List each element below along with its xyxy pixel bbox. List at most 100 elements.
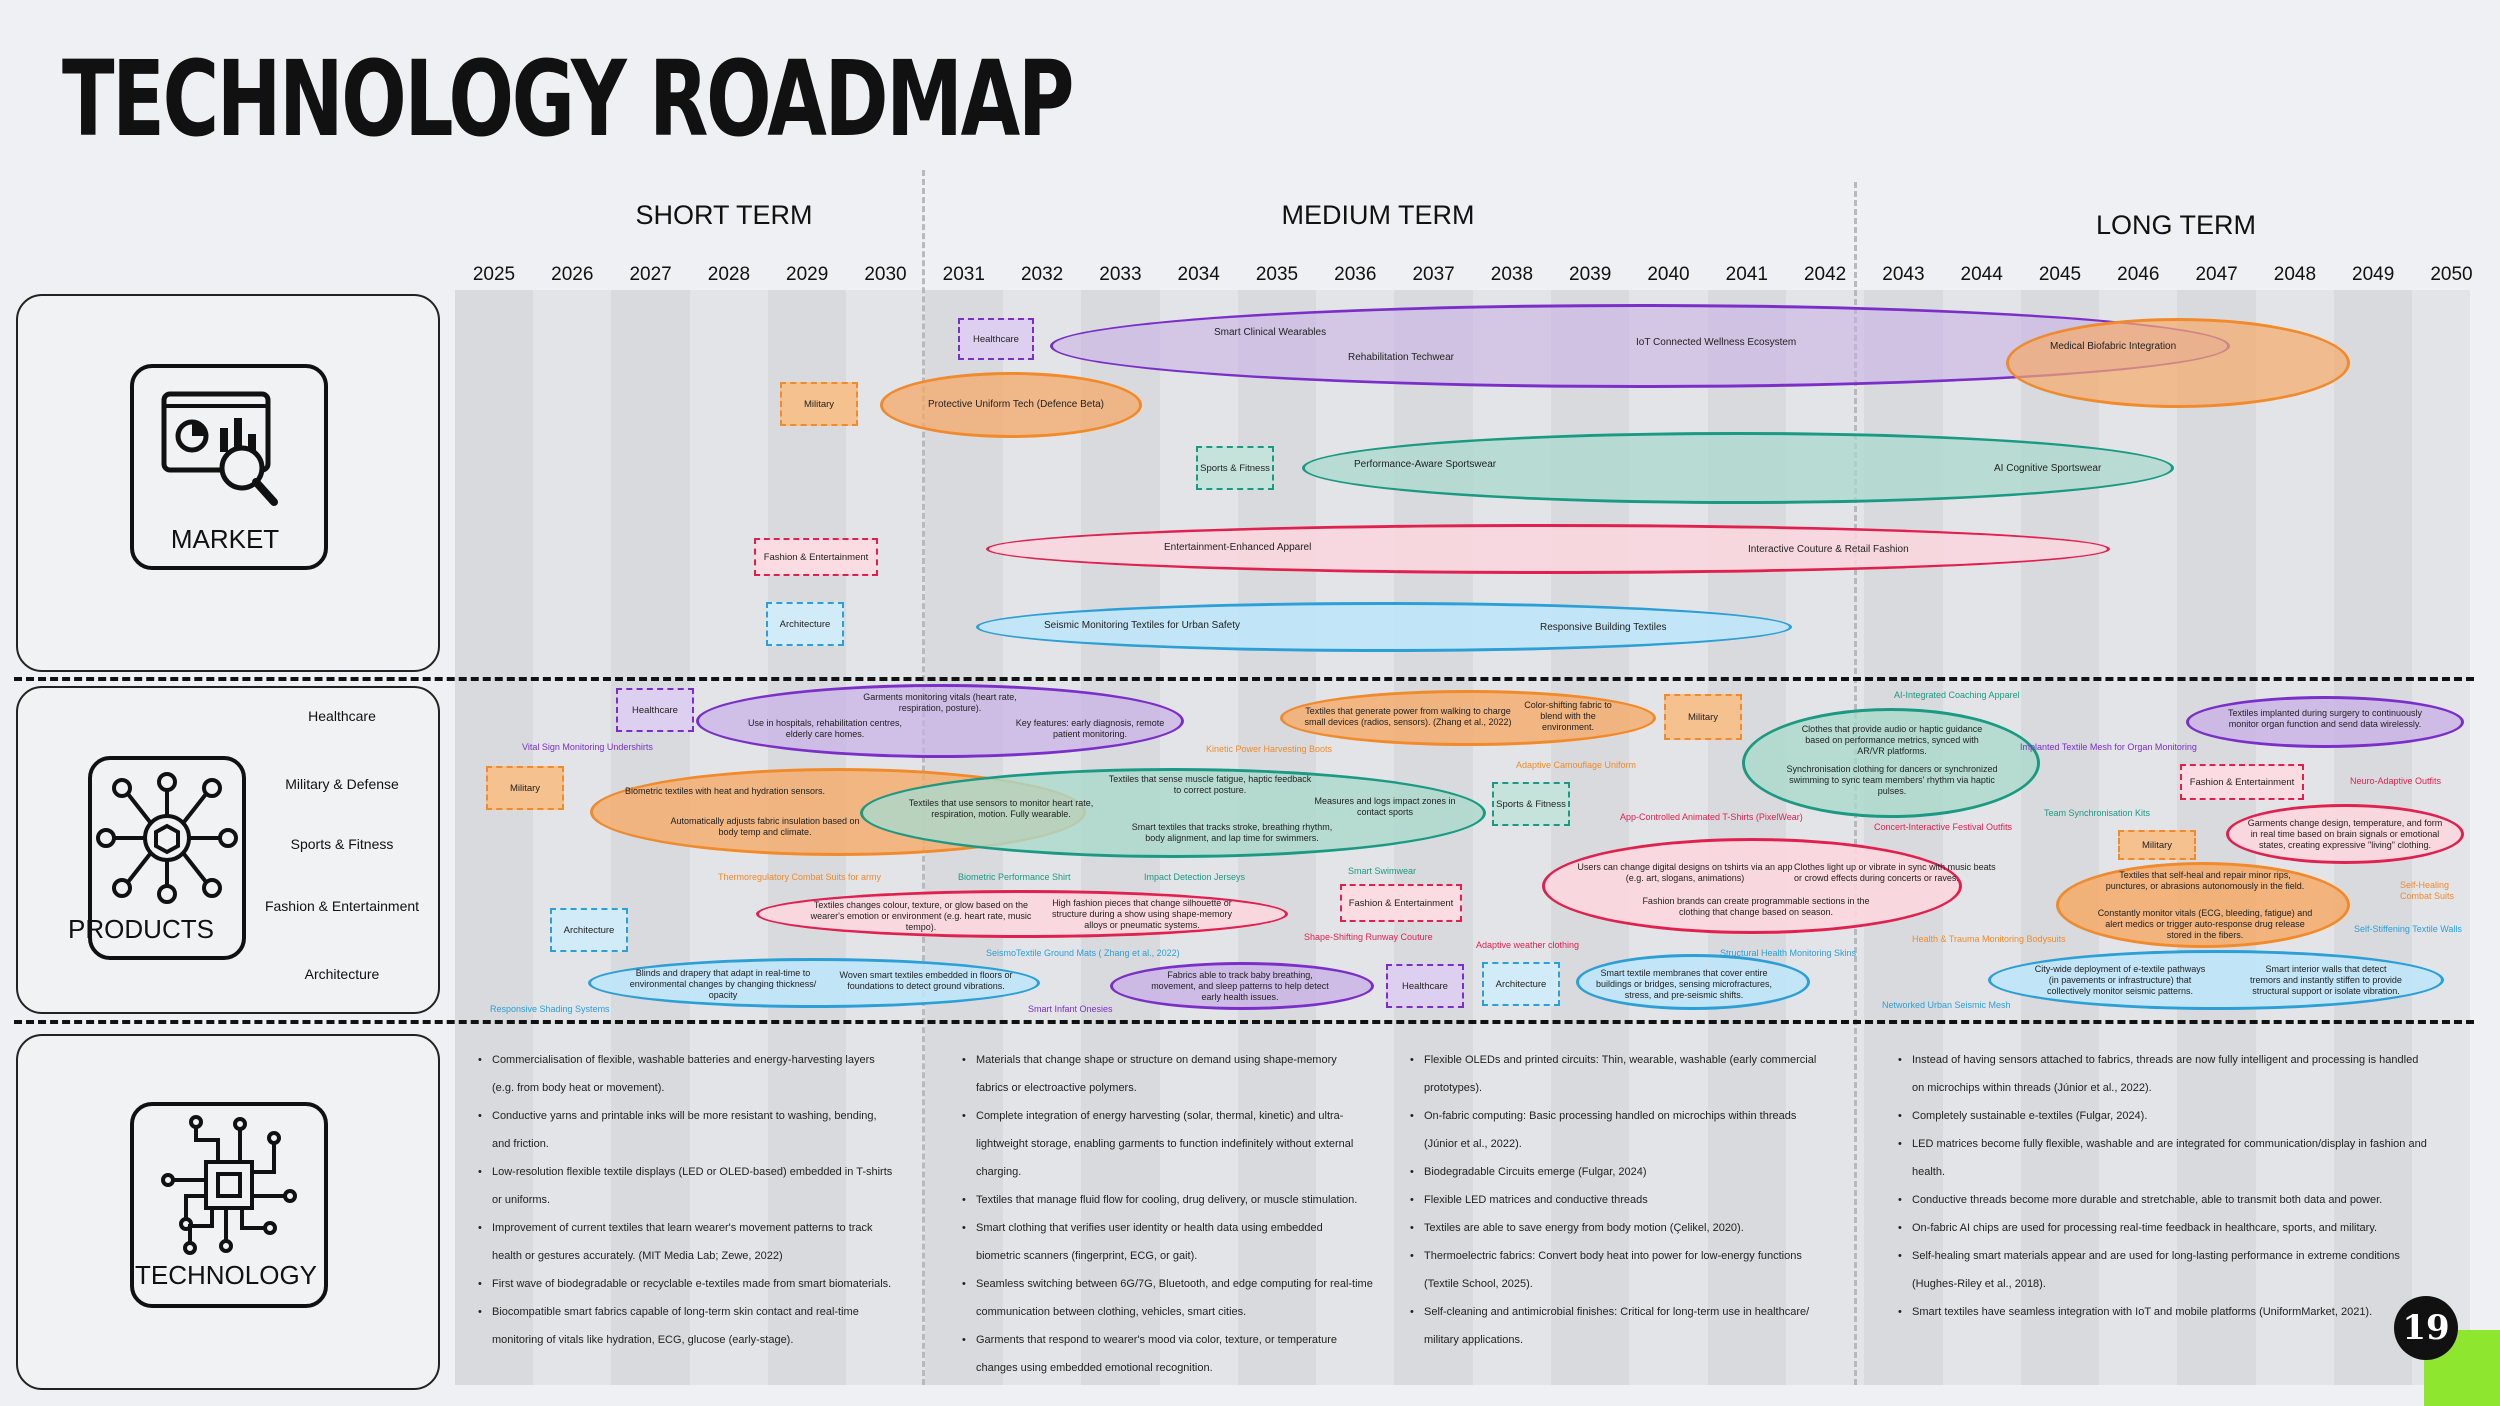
product-network-icon bbox=[96, 772, 238, 904]
bullet-icon: • bbox=[1898, 1110, 1902, 1122]
tech-list-line: changes using embedded emotional recogni… bbox=[976, 1362, 1213, 1374]
market-item-rehabilitation-techwear: Rehabilitation Techwear bbox=[1348, 352, 1454, 363]
tech-list-line: (Hughes-Riley et al., 2018). bbox=[1912, 1278, 2046, 1290]
section-divider bbox=[14, 677, 2474, 681]
product-label: Structural Health Monitoring Skins bbox=[1720, 948, 1857, 958]
tech-list-line: •Self-cleaning and antimicrobial finishe… bbox=[1410, 1298, 1840, 1326]
products-icon-frame bbox=[88, 756, 246, 960]
bullet-icon: • bbox=[1410, 1250, 1414, 1262]
tech-bullet-text: Completely sustainable e-textiles (Fulga… bbox=[1912, 1110, 2148, 1122]
tech-bullet-text: Materials that change shape or structure… bbox=[976, 1054, 1337, 1066]
year-2030: 2030 bbox=[864, 264, 907, 285]
product-text: Automatically adjusts fabric insulation … bbox=[670, 816, 860, 837]
tech-list-line: •On-fabric computing: Basic processing h… bbox=[1410, 1102, 1840, 1130]
product-text: Smart textile membranes that cover entir… bbox=[1595, 968, 1773, 1000]
product-text: Synchronisation clothing for dancers or … bbox=[1786, 764, 1998, 796]
year-2046: 2046 bbox=[2117, 264, 2160, 285]
tech-list-line: •Textiles are able to save energy from b… bbox=[1410, 1214, 1840, 1242]
tech-list-line: military applications. bbox=[1424, 1334, 1524, 1346]
tech-bullet-text: Biocompatible smart fabrics capable of l… bbox=[492, 1306, 859, 1318]
product-fashion-ellipse bbox=[756, 890, 1288, 938]
product-text: Measures and logs impact zones in contac… bbox=[1314, 796, 1456, 817]
bullet-icon: • bbox=[1410, 1054, 1414, 1066]
year-2034: 2034 bbox=[1177, 264, 1220, 285]
product-text: Textiles changes colour, texture, or glo… bbox=[810, 900, 1032, 932]
tech-list-line: health. bbox=[1912, 1166, 1946, 1178]
year-2048: 2048 bbox=[2273, 264, 2317, 285]
tech-bullet-text: Thermoelectric fabrics: Convert body hea… bbox=[1424, 1250, 1802, 1262]
tech-list-line: • Smart clothing that verifies user iden… bbox=[962, 1214, 1392, 1242]
tech-list-line: (Júnior et al., 2022). bbox=[1424, 1138, 1522, 1150]
product-tag-healthcare-2: Healthcare bbox=[1386, 964, 1464, 1008]
product-text: Color-shifting fabric to blend with the … bbox=[1524, 700, 1612, 732]
product-text: Users can change digital designs on tshi… bbox=[1577, 862, 1793, 883]
tech-bullet-text: On-fabric computing: Basic processing ha… bbox=[1424, 1110, 1797, 1122]
products-label: PRODUCTS bbox=[68, 914, 214, 944]
tech-list-line: •Self-healing smart materials appear and… bbox=[1898, 1242, 2458, 1270]
market-item-iot-wellness: IoT Connected Wellness Ecosystem bbox=[1636, 337, 1797, 348]
technology-label: TECHNOLOGY bbox=[134, 1260, 318, 1290]
product-text: Textiles implanted during surgery to con… bbox=[2227, 708, 2423, 729]
tech-list-line: •Conductive threads become more durable … bbox=[1898, 1186, 2458, 1214]
year-2032: 2032 bbox=[1020, 264, 1064, 285]
product-tag-military-2: Military bbox=[1664, 694, 1742, 740]
product-text: High fashion pieces that change silhouet… bbox=[1051, 898, 1233, 930]
tech-list-line: biometric scanners (fingerprint, ECG, or… bbox=[976, 1250, 1198, 1262]
tech-list-line: on microchips within threads (Júnior et … bbox=[1912, 1082, 2152, 1094]
product-label: Smart Swimwear bbox=[1348, 866, 1417, 876]
tech-bullet-text: Self-cleaning and antimicrobial finishes… bbox=[1424, 1306, 1810, 1318]
bullet-icon: • bbox=[1898, 1250, 1902, 1262]
product-label: Shape-Shifting Runway Couture bbox=[1304, 932, 1433, 942]
bullet-icon: • bbox=[1410, 1194, 1414, 1206]
product-text: Biometric textiles with heat and hydrati… bbox=[624, 786, 826, 796]
tech-list-line: • Completely sustainable e-textiles (Fulg… bbox=[1898, 1102, 2458, 1130]
market-sports-ellipse bbox=[1302, 432, 2174, 504]
tech-long-term-list: • Instead of having sensors attached to f… bbox=[1898, 1046, 2458, 1326]
tech-bullet-text: Instead of having sensors attached to fa… bbox=[1912, 1054, 2419, 1066]
product-label: App-Controlled Animated T-Shirts (PixelW… bbox=[1620, 812, 1803, 822]
product-label: Smart Infant Onesies bbox=[1028, 1004, 1113, 1014]
tech-list-line: monitoring of vitals like hydration, ECG… bbox=[492, 1334, 794, 1346]
year-2049: 2049 bbox=[2352, 264, 2395, 285]
year-2037: 2037 bbox=[1412, 264, 1455, 285]
year-2033: 2033 bbox=[1099, 264, 1142, 285]
product-tag-architecture: Architecture bbox=[550, 908, 628, 952]
tech-list-line: communication between clothing, vehicles… bbox=[976, 1306, 1247, 1318]
tech-list-line: • First wave of biodegradable or recycla… bbox=[478, 1270, 918, 1298]
product-text: Fashion brands can create programmable s… bbox=[1642, 896, 1870, 917]
phase-short-term: SHORT TERM bbox=[635, 200, 813, 230]
year-2041: 2041 bbox=[1725, 264, 1768, 285]
tech-list-line: •Biodegradable Circuits emerge (Fulgar, … bbox=[1410, 1158, 1840, 1186]
bullet-icon: • bbox=[1410, 1222, 1414, 1234]
year-2026: 2026 bbox=[551, 264, 594, 285]
bullet-icon: • bbox=[962, 1054, 966, 1066]
bullet-icon: • bbox=[1898, 1222, 1902, 1234]
market-icon-frame bbox=[130, 364, 328, 570]
market-item-entertainment-apparel: Entertainment-Enhanced Apparel bbox=[1164, 542, 1312, 553]
market-label: MARKET bbox=[170, 524, 280, 554]
bullet-icon: • bbox=[478, 1054, 482, 1066]
tech-bullet-text: Biodegradable Circuits emerge (Fulgar, 2… bbox=[1424, 1166, 1647, 1178]
tech-list-line: •LED matrices become fully flexible, was… bbox=[1898, 1130, 2458, 1158]
product-text: Constantly monitor vitals (ECG, bleeding… bbox=[2097, 908, 2313, 940]
year-2025: 2025 bbox=[472, 264, 516, 285]
product-label: Thermoregulatory Combat Suits for army bbox=[718, 872, 882, 882]
product-label: Team Synchronisation Kits bbox=[2044, 808, 2151, 818]
tech-bullet-text: On-fabric AI chips are used for processi… bbox=[1912, 1222, 2378, 1234]
bullet-icon: • bbox=[478, 1222, 482, 1234]
product-label: Concert-Interactive Festival Outfits bbox=[1874, 822, 2013, 832]
product-text: Smart textiles that tracks stroke, breat… bbox=[1131, 822, 1333, 843]
product-fashion-long-ellipse bbox=[1542, 838, 1962, 934]
tech-list-line: and friction. bbox=[492, 1138, 549, 1150]
tech-list-line: • Materials that change shape or structur… bbox=[962, 1046, 1392, 1074]
product-selfheal-ellipse bbox=[2056, 862, 2350, 948]
market-item-medical-biofabric: Medical Biofabric Integration bbox=[2050, 341, 2177, 352]
tech-bullet-text: Garments that respond to wearer's mood v… bbox=[976, 1334, 1337, 1346]
product-row-sports: Sports & Fitness bbox=[290, 836, 394, 852]
product-label: Impact Detection Jerseys bbox=[1144, 872, 1246, 882]
product-text: Textiles that sense muscle fatigue, hapt… bbox=[1108, 774, 1312, 795]
product-tag-military: Military bbox=[486, 766, 564, 810]
bullet-icon: • bbox=[962, 1334, 966, 1346]
bullet-icon: • bbox=[1898, 1054, 1902, 1066]
tech-medium-term-list-b: •Flexible OLEDs and printed circuits: Th… bbox=[1410, 1046, 1840, 1354]
